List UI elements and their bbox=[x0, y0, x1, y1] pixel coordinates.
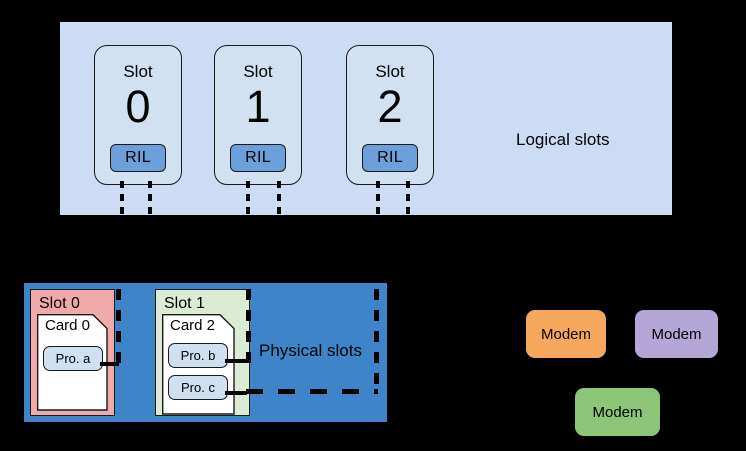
physical-boundary-dash-left-0 bbox=[116, 289, 121, 365]
physical-slot-1-label: Slot 1 bbox=[164, 295, 205, 312]
profile-box-c[interactable]: Pro. c bbox=[168, 375, 228, 400]
profile-b-connector bbox=[225, 359, 247, 363]
ril-connector-0b bbox=[148, 181, 152, 215]
logical-slot-word-2: Slot bbox=[375, 62, 405, 81]
profile-c-label: Pro. c bbox=[181, 380, 215, 395]
profile-a-connector bbox=[100, 362, 119, 366]
logical-slot-number-0: 0 bbox=[125, 81, 151, 132]
logical-slot-number-1: 1 bbox=[245, 81, 271, 132]
physical-slots-label: Physical slots bbox=[259, 341, 362, 360]
physical-boundary-dash-left-1 bbox=[246, 289, 251, 363]
logical-slot-word-0: Slot bbox=[123, 62, 153, 81]
ril-connector-1a bbox=[246, 181, 250, 215]
sim-card-0-title: Card 0 bbox=[45, 317, 91, 334]
logical-slots-panel: Slot 0 RIL Slot 1 RIL Slot 2 RIL Logical… bbox=[60, 22, 672, 215]
ril-connector-0a bbox=[120, 181, 124, 215]
sim-card-2-title: Card 2 bbox=[170, 317, 216, 334]
profile-box-b[interactable]: Pro. b bbox=[168, 343, 228, 368]
ril-connector-2a bbox=[376, 181, 380, 215]
physical-slot-0[interactable]: Slot 0 Card 0 Pro. a bbox=[30, 289, 115, 416]
modem-orange[interactable]: Modem bbox=[526, 310, 606, 358]
physical-slot-0-label: Slot 0 bbox=[39, 295, 80, 312]
logical-slot-card-2[interactable]: Slot 2 RIL bbox=[346, 45, 434, 185]
modem-green-label: Modem bbox=[592, 403, 643, 421]
sim-card-2-outline bbox=[162, 314, 235, 415]
ril-connector-2b bbox=[406, 181, 410, 215]
ril-connector-1b bbox=[277, 181, 281, 215]
profile-box-a[interactable]: Pro. a bbox=[43, 346, 103, 371]
profile-b-label: Pro. b bbox=[180, 348, 216, 363]
modem-purple[interactable]: Modem bbox=[635, 310, 718, 358]
logical-slot-number-2: 2 bbox=[377, 81, 403, 132]
logical-slot-card-0[interactable]: Slot 0 RIL bbox=[94, 45, 182, 185]
profile-c-connector bbox=[225, 391, 247, 395]
ril-box-1[interactable]: RIL bbox=[230, 144, 286, 172]
logical-slot-card-1[interactable]: Slot 1 RIL bbox=[214, 45, 302, 185]
sim-card-0-outline bbox=[37, 314, 108, 411]
modem-green[interactable]: Modem bbox=[575, 388, 660, 436]
logical-slot-word-1: Slot bbox=[243, 62, 273, 81]
profile-a-label: Pro. a bbox=[55, 351, 91, 366]
physical-slot-1[interactable]: Slot 1 Card 2 Pro. b Pro. c bbox=[155, 289, 250, 416]
modem-purple-label: Modem bbox=[651, 325, 702, 343]
ril-box-0[interactable]: RIL bbox=[110, 144, 166, 172]
modem-orange-label: Modem bbox=[540, 325, 592, 343]
logical-slots-label: Logical slots bbox=[516, 130, 610, 149]
physical-boundary-dash-right bbox=[374, 289, 379, 392]
ril-box-2[interactable]: RIL bbox=[362, 144, 418, 172]
physical-boundary-dash-bottom bbox=[246, 389, 378, 394]
